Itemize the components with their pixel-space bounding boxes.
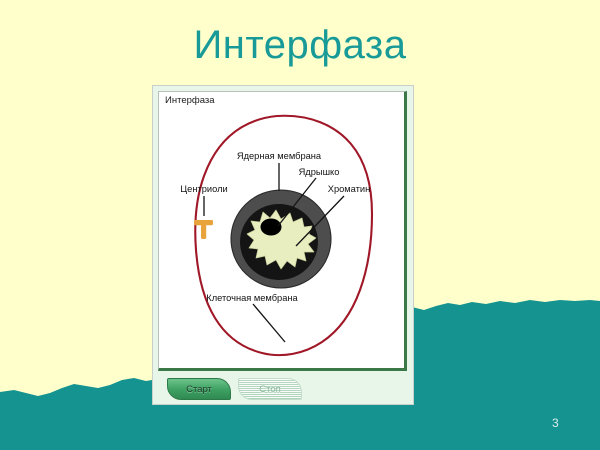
slide-page-number: 3 xyxy=(552,416,559,430)
label-nuclear-membrane: Ядерная мембрана xyxy=(237,151,322,161)
stop-button[interactable]: Стоп xyxy=(238,378,302,400)
diagram-canvas: Интерфаза xyxy=(158,91,407,371)
leader-line-cell-membrane xyxy=(252,303,286,343)
interphase-cell-diagram: Ядерная мембрана Ядрышко Хроматин Центри… xyxy=(180,114,374,357)
label-centrioles: Центриоли xyxy=(180,184,227,194)
start-button[interactable]: Старт xyxy=(167,378,231,400)
label-cell-membrane: Клеточная мембрана xyxy=(206,293,298,303)
leader-line-chromatin xyxy=(295,195,345,247)
label-nucleolus: Ядрышко xyxy=(299,167,340,177)
applet-control-strip: Старт Стоп xyxy=(158,377,410,403)
interactive-applet-frame: Интерфаза xyxy=(152,85,414,405)
canvas-caption: Интерфаза xyxy=(165,95,215,106)
nucleolus-body xyxy=(260,218,282,236)
cell-membrane-outline xyxy=(194,114,374,357)
label-chromatin: Хроматин xyxy=(328,184,371,194)
page-title: Интерфаза xyxy=(193,23,407,67)
leader-line-nucleolus xyxy=(277,177,317,227)
centriole-icon xyxy=(194,220,213,239)
